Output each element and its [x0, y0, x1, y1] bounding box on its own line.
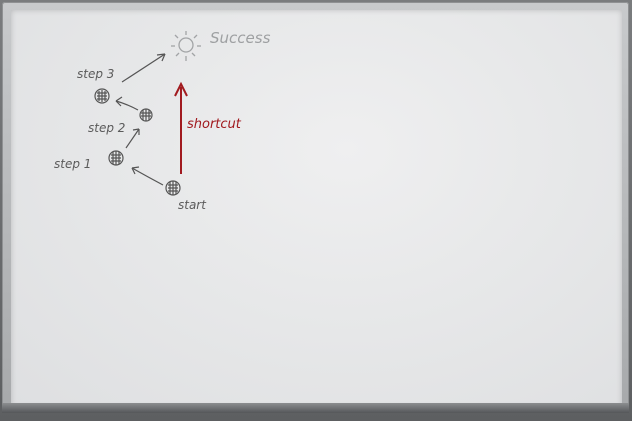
shortcut-label: shortcut [187, 117, 242, 132]
step3-label: step 3 [77, 67, 114, 81]
step2-node [140, 109, 152, 121]
arrow-step1-to-step2 [126, 129, 139, 148]
arrow-step3-to-success [122, 54, 165, 82]
arrow-start-to-step1 [132, 167, 163, 185]
start-node [166, 181, 180, 195]
sun-icon [171, 31, 201, 61]
start-label: start [178, 198, 207, 212]
step1-node [109, 151, 123, 165]
step3-node [95, 89, 109, 103]
shortcut-arrow [175, 84, 187, 174]
arrow-step2-to-step3 [116, 97, 138, 110]
step1-label: step 1 [54, 157, 91, 171]
success-label: Success [210, 29, 271, 47]
step2-label: step 2 [88, 121, 125, 135]
